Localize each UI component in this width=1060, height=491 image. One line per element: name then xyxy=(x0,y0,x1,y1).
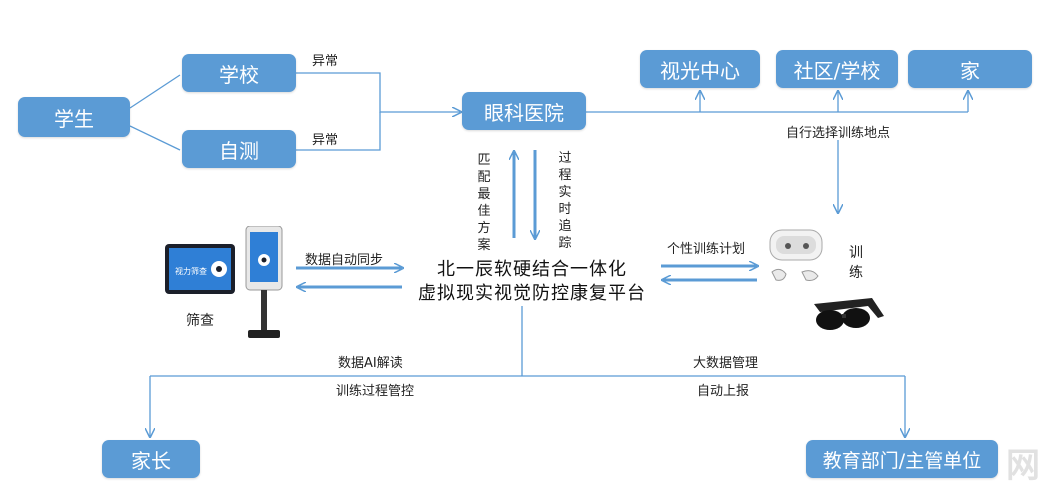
home-node: 家 xyxy=(908,50,1032,88)
vr-headset-image xyxy=(766,222,830,292)
auto-report-label: 自动上报 xyxy=(697,384,750,399)
personal-plan-label: 个性训练计划 xyxy=(667,242,746,257)
process-control-label: 训练过程管控 xyxy=(336,384,415,399)
choose-location-label: 自行选择训练地点 xyxy=(786,126,891,141)
self-test-node: 自测 xyxy=(182,130,296,168)
parent-node: 家长 xyxy=(102,440,200,478)
tablet-screen-text: 视力筛查 xyxy=(175,266,207,276)
realtime-track-label: 过程实时追踪 xyxy=(558,151,572,251)
best-match-label: 匹配最佳方案 xyxy=(477,153,491,253)
watermark: 网 xyxy=(1006,446,1042,486)
screening-kiosk-image xyxy=(244,225,284,342)
platform-title: 北一辰软硬结合一体化 虚拟现实视觉防控康复平台 xyxy=(404,258,660,306)
ai-read-label: 数据AI解读 xyxy=(338,356,403,371)
school-node: 学校 xyxy=(182,54,296,92)
bigdata-label: 大数据管理 xyxy=(693,356,759,371)
auto-sync-label: 数据自动同步 xyxy=(305,253,384,268)
abnormal-label-school: 异常 xyxy=(312,54,339,69)
ar-glasses-image xyxy=(812,296,886,336)
education-dept-node: 教育部门/主管单位 xyxy=(806,440,998,478)
abnormal-label-self-test: 异常 xyxy=(312,133,339,148)
training-label: 训练 xyxy=(849,245,863,281)
screening-tablet-image: 视力筛查 xyxy=(165,244,235,294)
vision-center-node: 视光中心 xyxy=(640,50,760,88)
community-school-node: 社区/学校 xyxy=(776,50,898,88)
platform-title-line1: 北一辰软硬结合一体化 xyxy=(437,259,627,280)
screening-label: 筛查 xyxy=(186,313,214,329)
student-node: 学生 xyxy=(18,97,130,137)
hospital-node: 眼科医院 xyxy=(462,92,586,130)
platform-title-line2: 虚拟现实视觉防控康复平台 xyxy=(418,283,646,304)
